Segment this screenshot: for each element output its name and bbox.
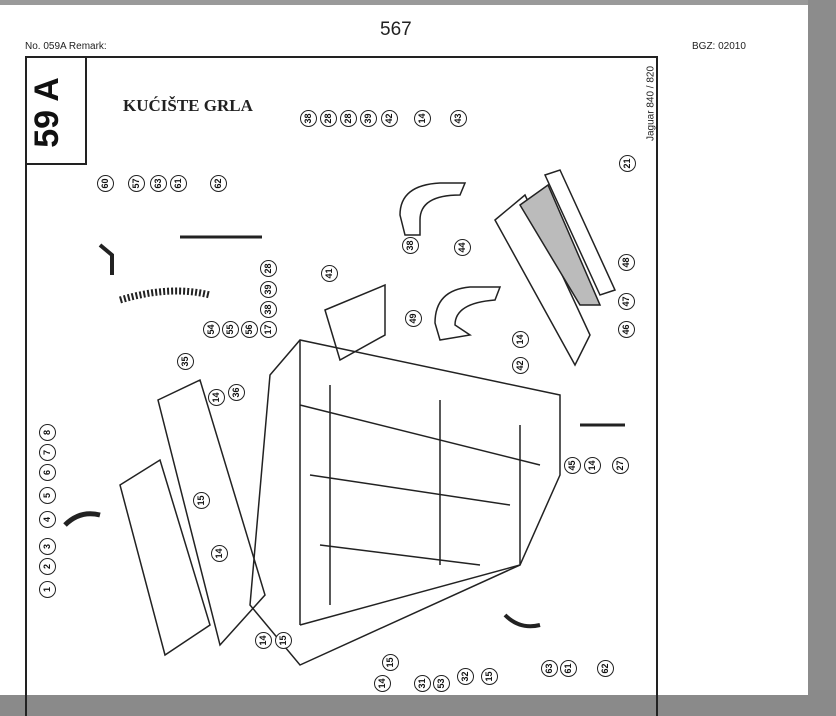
callout-39: 39: [260, 281, 277, 298]
callout-14: 14: [255, 632, 272, 649]
header-right: BGZ: 02010: [692, 41, 746, 52]
callout-63: 63: [541, 660, 558, 677]
callout-39: 39: [360, 110, 377, 127]
callout-2: 2: [39, 558, 56, 575]
callout-15: 15: [481, 668, 498, 685]
callout-46: 46: [618, 321, 635, 338]
exploded-parts-drawing: [63, 169, 625, 666]
callout-28: 28: [260, 260, 277, 277]
callout-5: 5: [39, 487, 56, 504]
callout-14: 14: [211, 545, 228, 562]
callout-43: 43: [450, 110, 467, 127]
callout-44: 44: [454, 239, 471, 256]
callout-28: 28: [320, 110, 337, 127]
callout-4: 4: [39, 511, 56, 528]
callout-42: 42: [381, 110, 398, 127]
callout-54: 54: [203, 321, 220, 338]
callout-14: 14: [374, 675, 391, 692]
callout-62: 62: [210, 175, 227, 192]
callout-61: 61: [170, 175, 187, 192]
callout-14: 14: [584, 457, 601, 474]
callout-38: 38: [260, 301, 277, 318]
callout-38: 38: [402, 237, 419, 254]
callout-61: 61: [560, 660, 577, 677]
callout-7: 7: [39, 444, 56, 461]
callout-38: 38: [300, 110, 317, 127]
callout-49: 49: [405, 310, 422, 327]
callout-41: 41: [321, 265, 338, 282]
document-page: 567 No. 059A Remark: BGZ: 02010 59 A KUĆ…: [0, 5, 808, 716]
callout-15: 15: [275, 632, 292, 649]
header-left: No. 059A Remark:: [25, 41, 107, 52]
callout-8: 8: [39, 424, 56, 441]
page-number: 567: [380, 19, 412, 40]
diagram-title: KUĆIŠTE GRLA: [123, 96, 253, 115]
callout-42: 42: [512, 357, 529, 374]
callout-60: 60: [97, 175, 114, 192]
callout-53: 53: [433, 675, 450, 692]
callout-56: 56: [241, 321, 258, 338]
callout-31: 31: [414, 675, 431, 692]
section-box: 59 A: [27, 58, 87, 165]
callout-14: 14: [512, 331, 529, 348]
callout-45: 45: [564, 457, 581, 474]
callout-36: 36: [228, 384, 245, 401]
callout-47: 47: [618, 293, 635, 310]
diagram-frame: 59 A KUĆIŠTE GRLA Jaguar 840 / 820: [25, 56, 658, 716]
callout-6: 6: [39, 464, 56, 481]
callout-17: 17: [260, 321, 277, 338]
callout-62: 62: [597, 660, 614, 677]
callout-15: 15: [382, 654, 399, 671]
callout-1: 1: [39, 581, 56, 598]
callout-3: 3: [39, 538, 56, 555]
callout-15: 15: [193, 492, 210, 509]
vertical-scrollbar[interactable]: [808, 0, 836, 690]
callout-63: 63: [150, 175, 167, 192]
callout-27: 27: [612, 457, 629, 474]
callout-14: 14: [208, 389, 225, 406]
viewer-top-bar: [0, 0, 836, 5]
callout-48: 48: [618, 254, 635, 271]
callout-55: 55: [222, 321, 239, 338]
callout-57: 57: [128, 175, 145, 192]
callout-35: 35: [177, 353, 194, 370]
callout-14: 14: [414, 110, 431, 127]
callout-32: 32: [457, 668, 474, 685]
callout-21: 21: [619, 155, 636, 172]
callout-28: 28: [340, 110, 357, 127]
